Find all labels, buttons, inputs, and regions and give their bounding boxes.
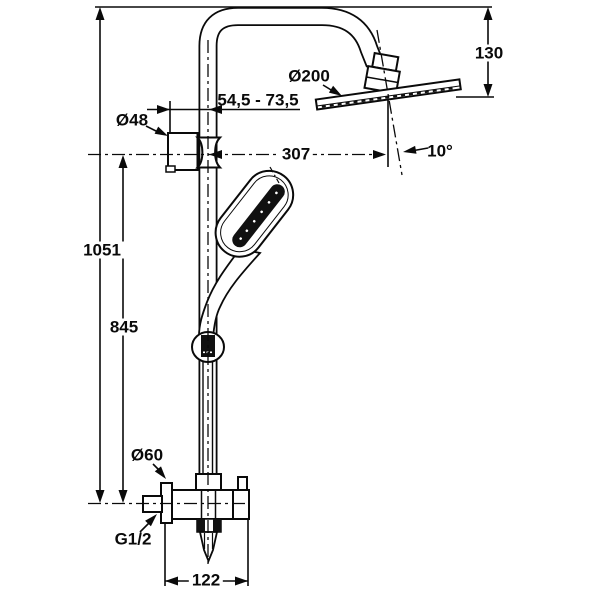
head-swivel-joint [363,51,401,95]
dim-escutcheon-diameter: Ø60 [130,445,164,465]
dim-head-diameter: Ø200 [288,66,330,86]
valve-body [171,489,234,520]
shower-hose [202,362,214,474]
dim-wall-distance-range: 54,5 - 73,5 [217,90,299,110]
wall-bracket-foot [165,165,176,173]
dim-bracket-diameter: Ø48 [115,110,149,130]
dim-valve-width: 122 [188,571,224,589]
dim-total-height: 1051 [80,241,124,259]
hand-shower-axis-centerline [269,166,280,184]
valve-knob [237,476,248,491]
pipe-connector-spool [195,136,223,169]
valve-assembly [142,473,250,564]
hand-shower-head [214,169,295,258]
dim-slide-bar-height: 845 [106,318,142,336]
dimension-arrowheads [95,7,493,586]
dimension-lines [95,6,494,586]
dim-head-projection: 307 [278,145,314,163]
dim-head-drop: 130 [471,44,507,62]
dim-connection-thread: G1/2 [114,529,152,549]
centerlines [88,29,403,566]
wall-bracket [167,132,199,171]
hand-shower-spray-face [232,184,285,248]
spray-nozzles [321,86,453,108]
dim-head-tilt-angle: 10° [427,141,453,161]
valve-body-end [232,489,250,520]
riser-pipe [198,7,384,497]
